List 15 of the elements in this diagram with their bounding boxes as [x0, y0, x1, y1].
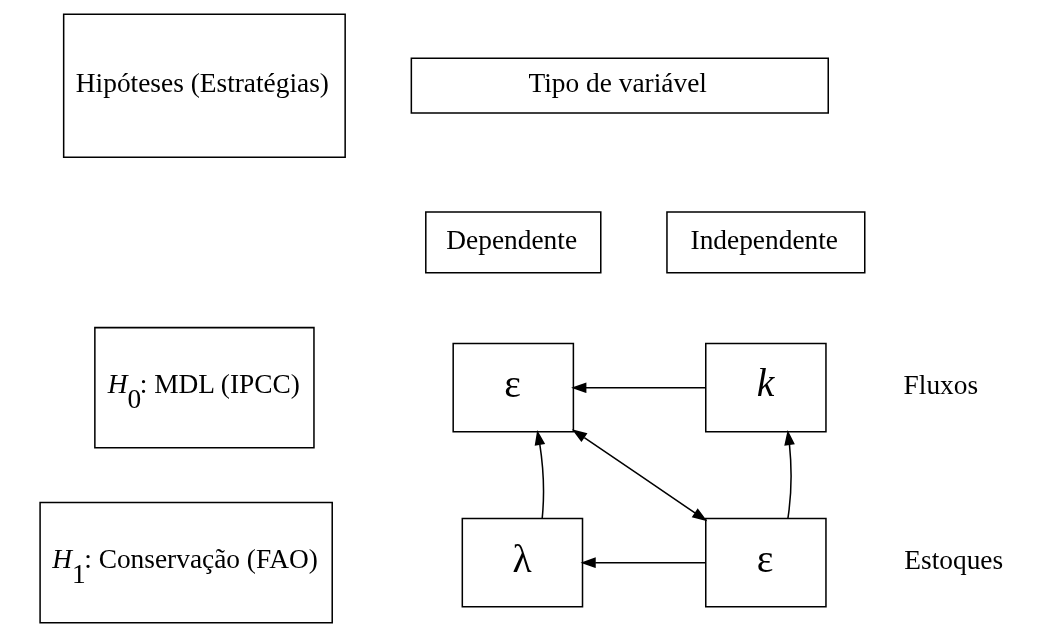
node-box: Tipo de variável	[410, 57, 829, 114]
node-box: ε	[705, 517, 827, 608]
arrow	[571, 429, 708, 522]
arrow	[784, 429, 795, 519]
arrow	[580, 557, 706, 569]
node-box: λ	[461, 517, 584, 608]
label: Fluxos	[903, 370, 979, 401]
node-box: Hipóteses (Estratégias)	[62, 13, 346, 158]
node-box: Independente	[666, 211, 866, 274]
label: Estoques	[904, 545, 1004, 576]
node-box: ε	[452, 342, 575, 433]
arrow	[534, 429, 546, 519]
arrow	[571, 382, 707, 394]
node-box: Dependente	[425, 211, 602, 274]
node-box: k	[705, 342, 827, 433]
